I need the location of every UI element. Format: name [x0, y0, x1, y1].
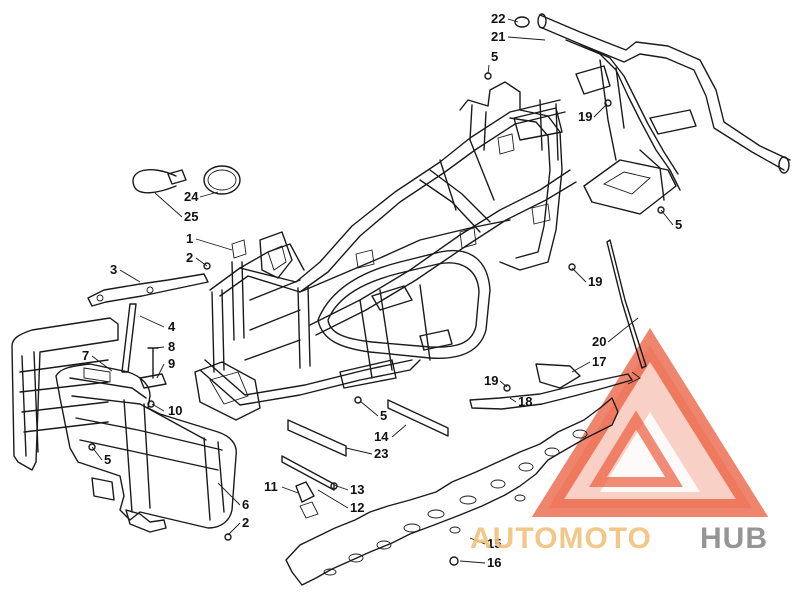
callout-label-c21: 21: [491, 29, 505, 44]
leader-line-c4: [139, 315, 165, 328]
rear-rack: [537, 13, 791, 215]
callout-label-c2a: 2: [186, 250, 193, 265]
leader-line-c18: [509, 397, 517, 403]
callout-label-c14: 14: [374, 429, 389, 444]
hardware-parts: [88, 16, 665, 566]
leader-line-c1: [195, 238, 233, 251]
leader-line-c22: [507, 18, 519, 23]
leader-line-c19b: [571, 267, 587, 283]
watermark-text-part2: HUB: [700, 522, 768, 555]
callout-label-c17: 17: [592, 354, 606, 369]
callout-label-c19b: 19: [588, 274, 602, 289]
leader-line-c19a: [593, 103, 608, 118]
callout-label-c24: 24: [184, 189, 199, 204]
leader-line-c14: [391, 424, 407, 438]
leader-line-c8: [154, 346, 165, 349]
callout-label-c5c: 5: [675, 217, 682, 232]
leader-line-c20: [607, 317, 639, 343]
callout-label-c6: 6: [242, 497, 249, 512]
leader-line-c15: [469, 537, 486, 545]
leader-line-c5b: [487, 64, 490, 75]
leader-line-c13: [333, 484, 349, 491]
callout-label-c20: 20: [592, 334, 606, 349]
callout-label-c25: 25: [184, 209, 198, 224]
callout-label-c19a: 19: [578, 109, 592, 124]
front-bracket: [87, 273, 209, 373]
watermark-text: AUTOMOTO HUB: [470, 522, 768, 555]
callout-label-c4: 4: [168, 319, 176, 334]
callout-label-c12: 12: [350, 500, 364, 515]
callout-label-c10: 10: [168, 403, 182, 418]
watermark-logo-icon: [531, 328, 769, 517]
callout-label-c13: 13: [350, 482, 364, 497]
leader-line-c25: [154, 192, 183, 218]
rod-part: [606, 239, 647, 369]
callout-label-c7: 7: [82, 348, 89, 363]
leader-lines: [91, 18, 674, 564]
front-bumper: [11, 317, 237, 533]
skid-plate: [285, 397, 619, 586]
leader-line-c21: [507, 36, 546, 41]
leader-line-c12: [317, 489, 349, 509]
leader-line-c2a: [195, 257, 208, 267]
foot-bars: [281, 399, 449, 491]
leader-line-c5d: [359, 400, 379, 417]
callout-label-c2b: 2: [242, 515, 249, 530]
callout-label-c23: 23: [374, 446, 388, 461]
callout-label-c16: 16: [487, 555, 501, 570]
callout-label-c11: 11: [264, 479, 278, 494]
leader-line-c19c: [499, 380, 508, 388]
callout-label-c5a: 5: [104, 452, 111, 467]
leader-line-c9: [156, 363, 165, 379]
leader-line-c16: [459, 560, 486, 564]
callout-label-c19c: 19: [484, 373, 498, 388]
callout-label-c5d: 5: [380, 408, 387, 423]
side-bracket: [469, 363, 641, 410]
leader-line-c2b: [227, 522, 241, 536]
callout-label-c1: 1: [186, 231, 193, 246]
callout-label-c8: 8: [168, 339, 175, 354]
callout-label-c5b: 5: [491, 49, 498, 64]
callout-label-c22: 22: [491, 11, 505, 26]
callout-label-c18: 18: [518, 394, 532, 409]
leader-line-c7: [91, 355, 113, 372]
leader-line-c5c: [660, 209, 674, 226]
main-frame: [194, 81, 577, 421]
leader-line-c11: [281, 486, 299, 494]
callout-label-c15: 15: [487, 536, 501, 551]
leader-line-c24: [199, 191, 219, 198]
watermark-text-part1: AUTOMOTO: [470, 522, 652, 555]
leader-line-c5a: [91, 446, 103, 461]
leader-line-c3: [119, 269, 141, 283]
leader-line-c17: [571, 361, 591, 373]
callout-labels: 1234789105116212132425222151951920171918…: [82, 11, 682, 570]
callout-label-c9: 9: [168, 356, 175, 371]
callout-label-c3: 3: [110, 262, 117, 277]
leader-line-c23: [345, 447, 373, 455]
leader-line-c10: [151, 403, 165, 412]
leader-line-c6: [217, 482, 241, 506]
